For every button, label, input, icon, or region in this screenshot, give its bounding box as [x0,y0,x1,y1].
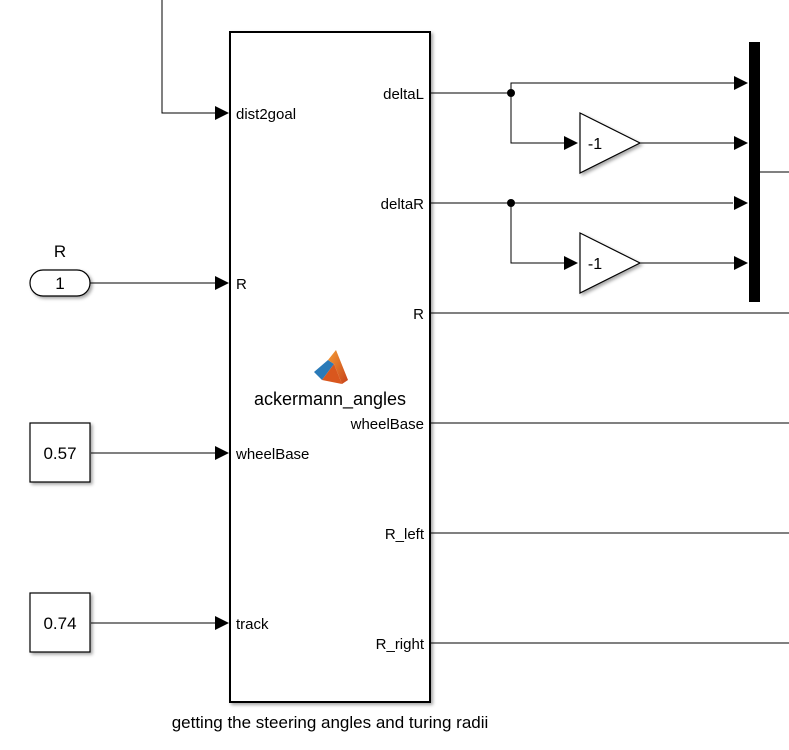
mux-block[interactable] [749,42,760,302]
matlab-logo-icon [314,350,348,384]
block-caption: getting the steering angles and turing r… [172,713,489,732]
input-port-R: R [236,276,247,293]
from-block-tag-label: R [54,242,66,261]
block-name: ackermann_angles [254,389,406,410]
gain-block-left[interactable]: -1 [579,112,642,174]
branch-point [507,199,515,207]
arrowhead [734,256,748,270]
input-port-wheelbase: wheelBase [235,446,309,463]
wire-deltaL-to-gain[interactable] [510,93,564,144]
arrowhead [734,196,748,210]
wire-dist2goal[interactable] [161,0,215,114]
arrowhead [215,106,229,120]
arrowhead [215,276,229,290]
arrowhead [564,256,578,270]
constant-block-wheelbase[interactable]: 0.57 [29,422,91,483]
branch-point [507,89,515,97]
gain-value: -1 [588,136,602,153]
constant-block-track[interactable]: 0.74 [29,592,91,653]
arrowheads [215,76,748,630]
constant-value: 0.57 [43,444,76,463]
output-port-deltaR: deltaR [381,196,425,213]
gain-block-right[interactable]: -1 [579,232,642,294]
signal-lines-exact [429,80,789,644]
arrowhead [734,76,748,90]
arrowhead [215,616,229,630]
from-block-R[interactable]: R 1 [29,242,91,297]
arrowhead [564,136,578,150]
wire-deltaR-to-gain[interactable] [510,203,564,264]
wire-deltaL-direct[interactable] [430,82,734,94]
ackermann-angles-block[interactable]: dist2goal R wheelBase track deltaL delta… [229,31,431,703]
arrowhead [734,136,748,150]
arrowhead [215,446,229,460]
output-port-deltaL: deltaL [383,86,424,103]
output-port-wheelbase: wheelBase [350,416,424,433]
input-port-track: track [236,616,269,633]
output-port-R-right: R_right [376,636,425,653]
input-port-dist2goal: dist2goal [236,106,296,123]
gain-value: -1 [588,256,602,273]
output-port-R: R [413,306,424,323]
output-port-R-left: R_left [385,526,425,543]
constant-value: 0.74 [43,614,76,633]
from-block-value: 1 [55,274,64,293]
